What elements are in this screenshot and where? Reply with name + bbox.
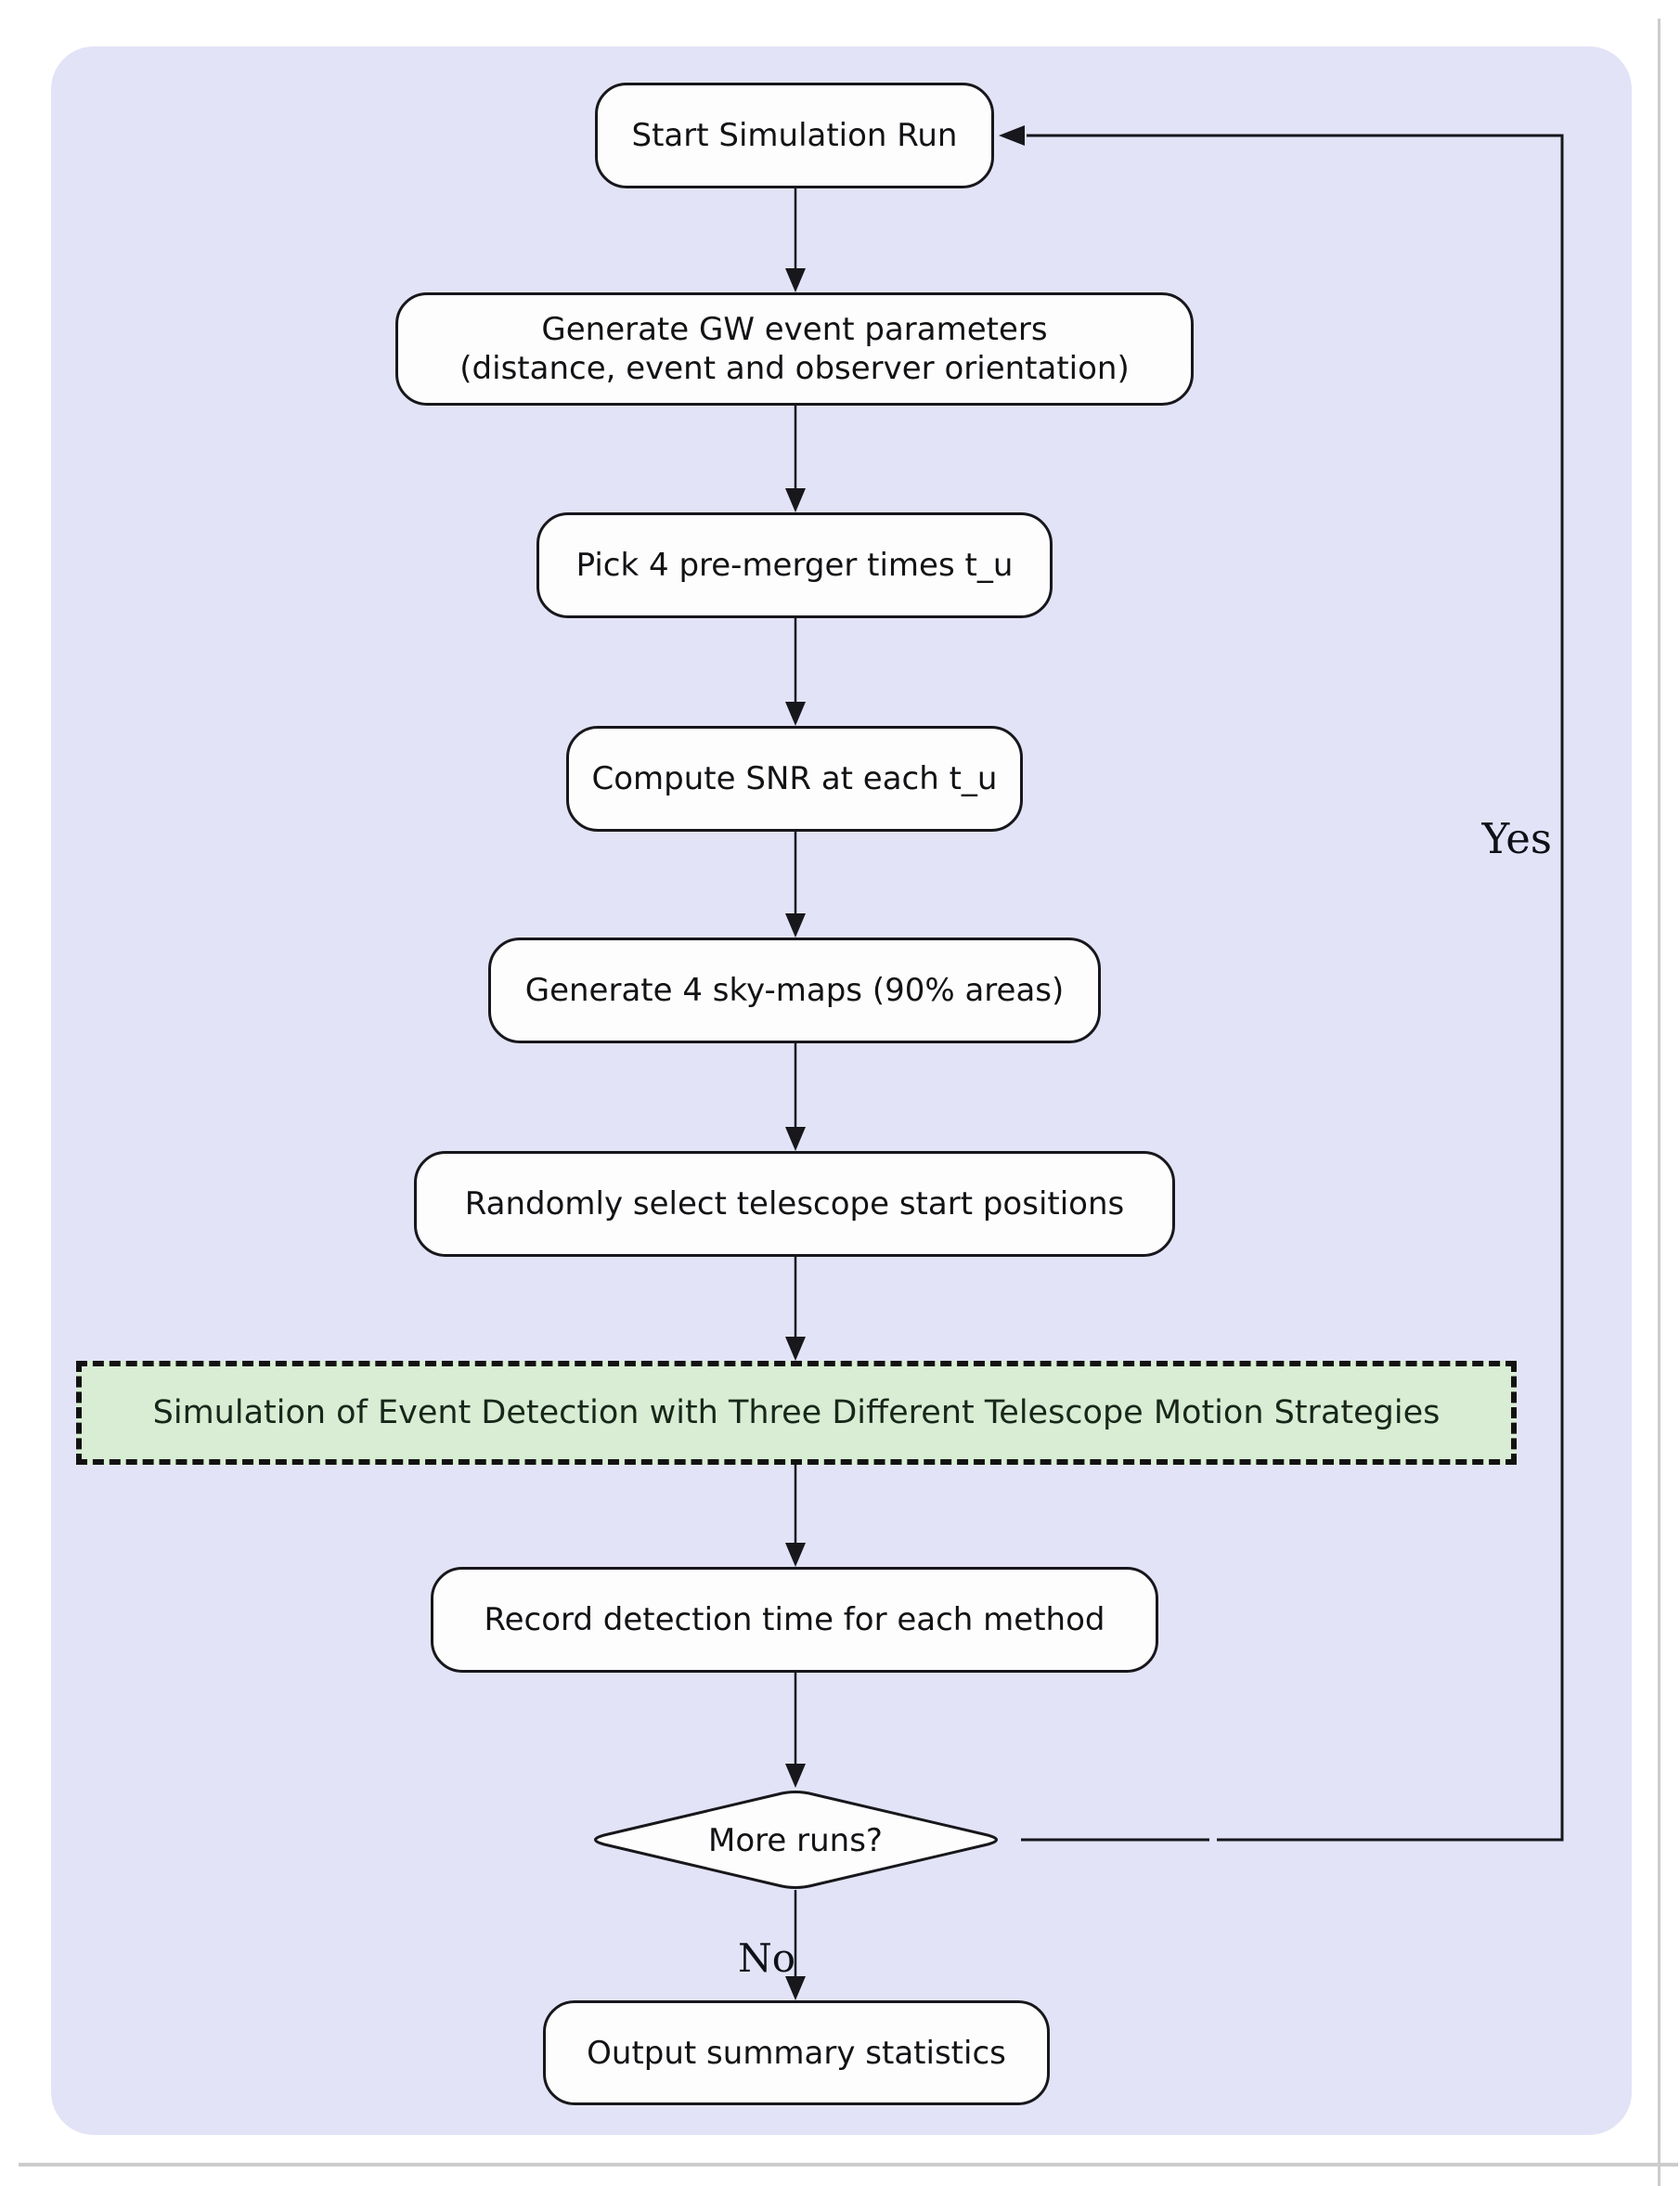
- decision-more-runs-label: More runs?: [708, 1822, 883, 1859]
- node-compute-snr: Compute SNR at each t_u: [566, 726, 1023, 832]
- node-generate-gw-event-parameters: Generate GW event parameters (distance, …: [395, 292, 1194, 406]
- node-random-telescope-start-positions: Randomly select telescope start position…: [414, 1151, 1175, 1257]
- edge-label-yes: Yes: [1481, 814, 1552, 863]
- page-bottom-border: [19, 2163, 1678, 2167]
- node-generate-sky-maps: Generate 4 sky-maps (90% areas): [488, 938, 1101, 1043]
- node-start-simulation-run: Start Simulation Run: [595, 83, 994, 188]
- edge-label-no: No: [737, 1935, 796, 1981]
- node-record-detection-time: Record detection time for each method: [431, 1567, 1158, 1673]
- banner-simulation-strategies: Simulation of Event Detection with Three…: [76, 1361, 1517, 1465]
- page-right-border: [1658, 19, 1661, 2186]
- node-output-summary-statistics: Output summary statistics: [543, 2000, 1050, 2105]
- node-pick-pre-merger-times: Pick 4 pre-merger times t_u: [536, 512, 1053, 618]
